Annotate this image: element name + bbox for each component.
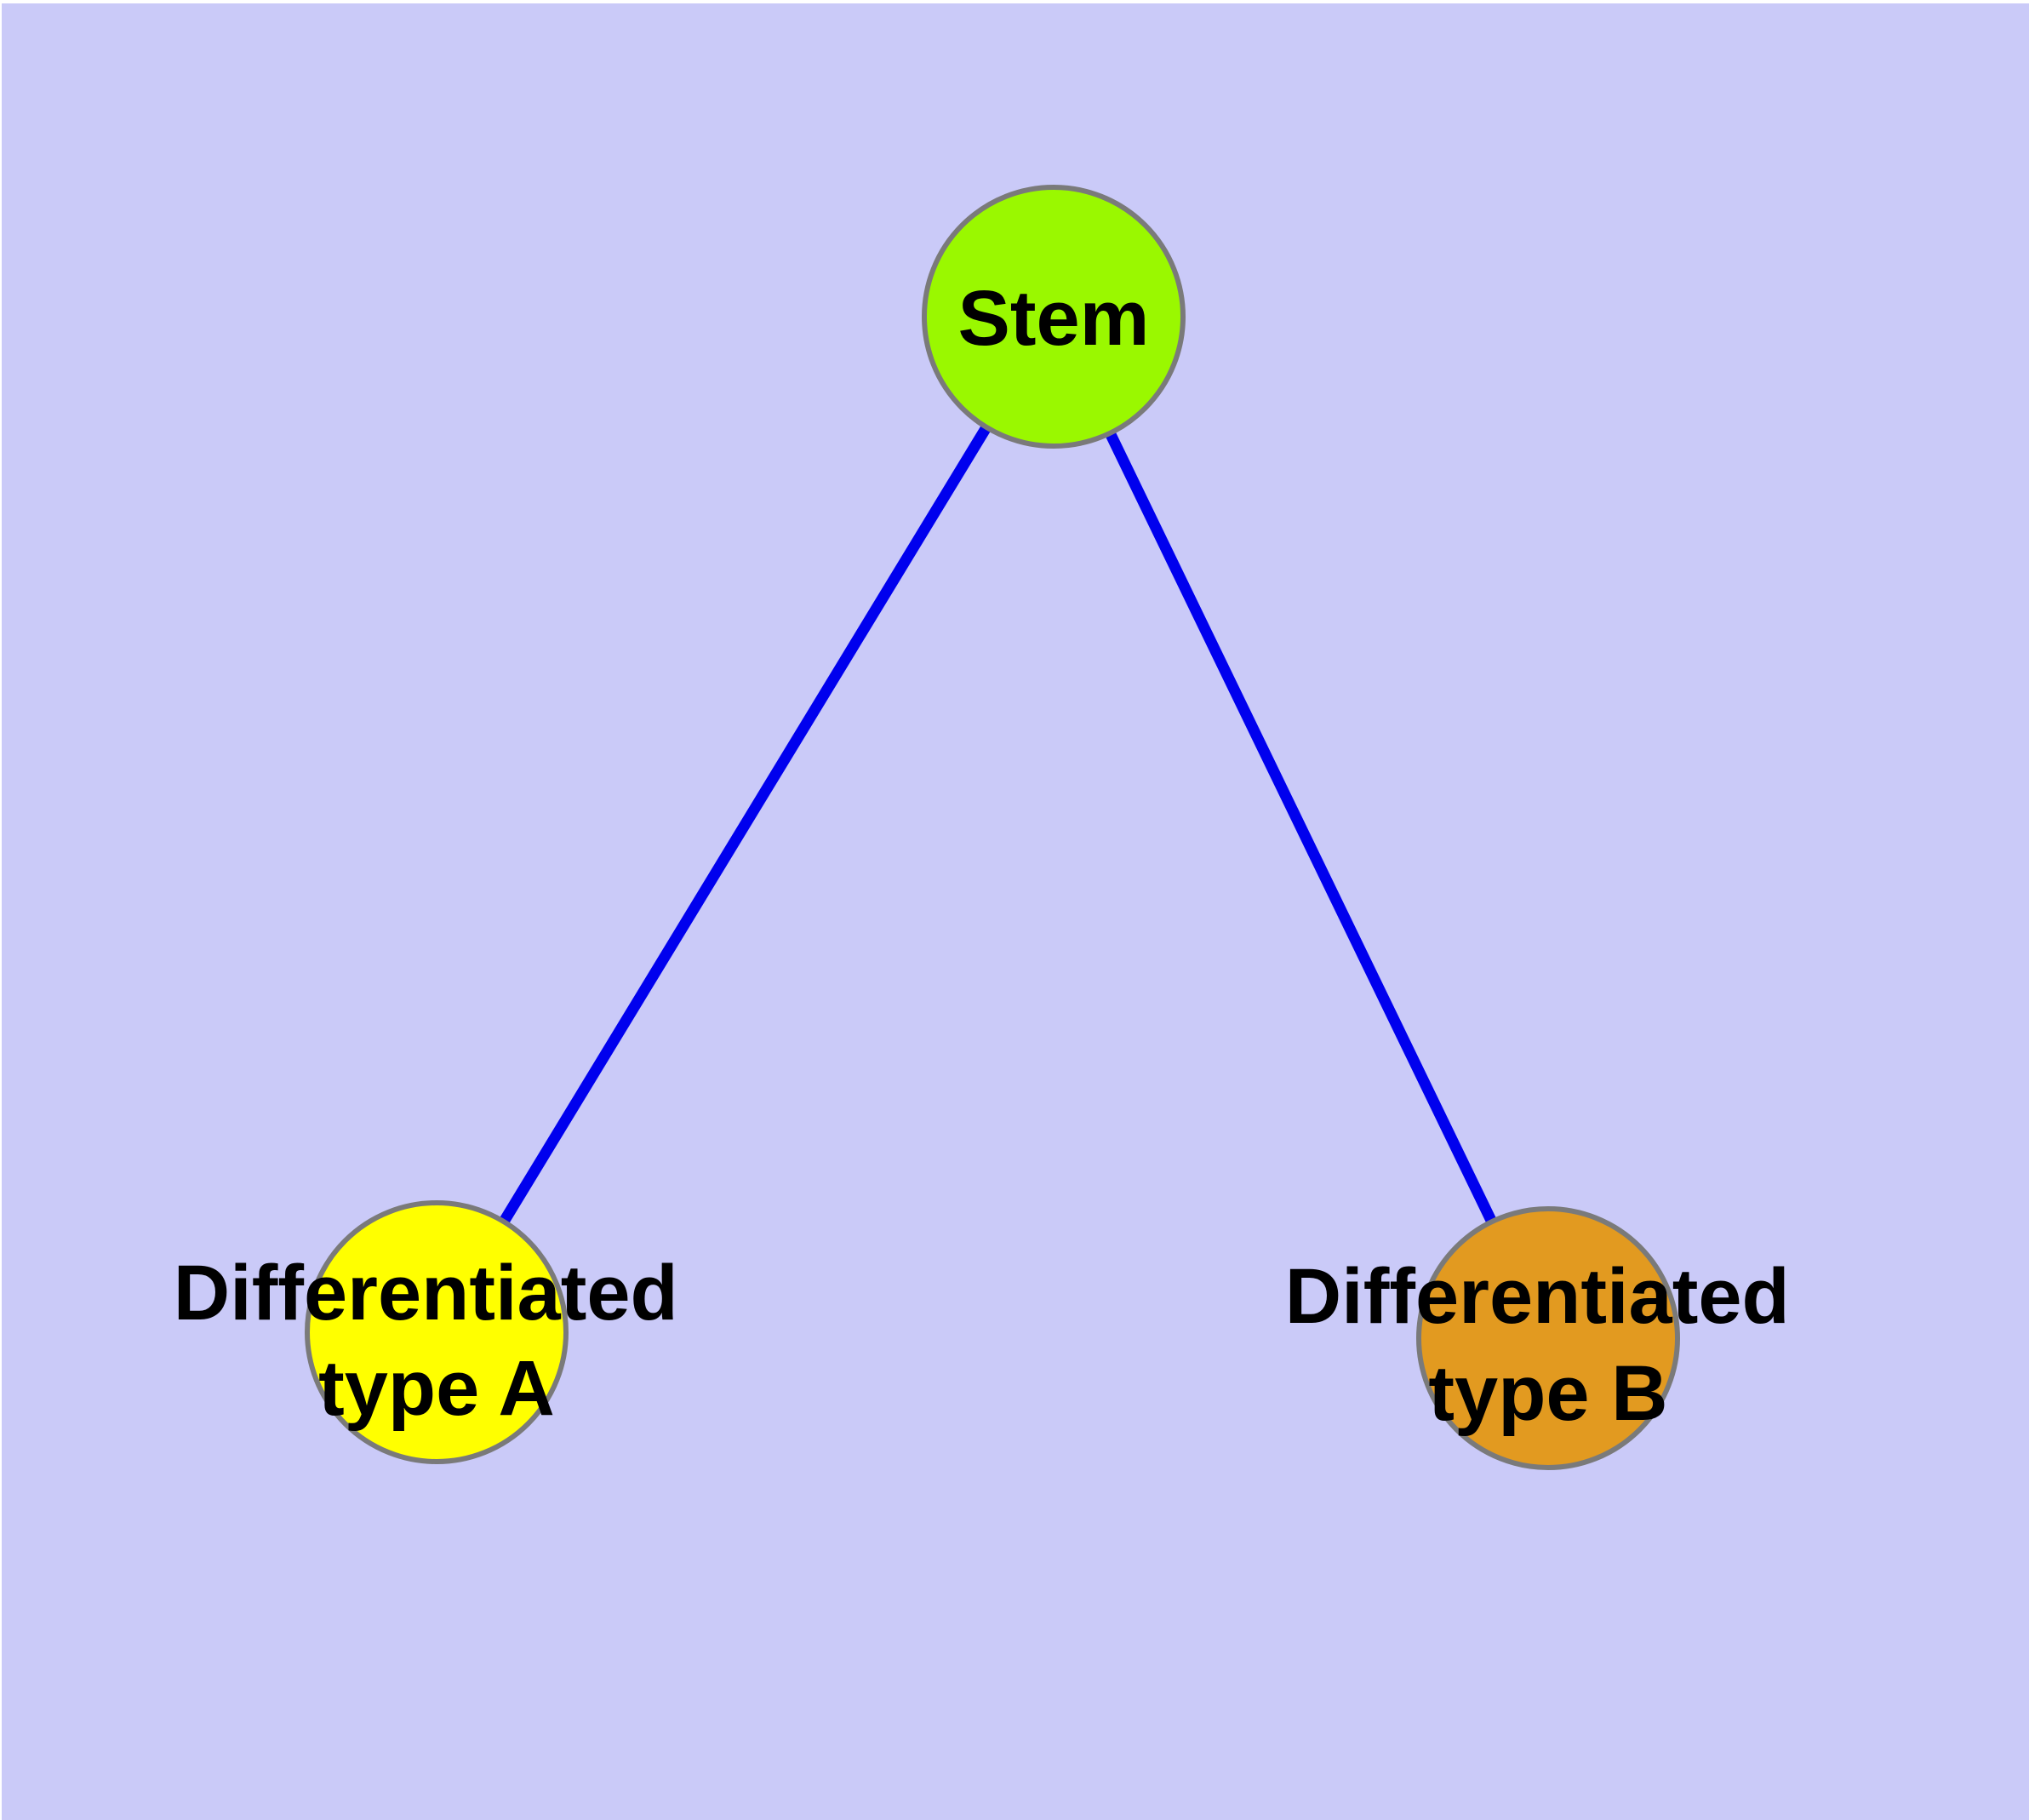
node-label-differentiated-type-a: Differentiated type A <box>174 1250 700 1432</box>
edge-stem-to-type-b <box>1049 314 1553 1341</box>
node-differentiated-type-b <box>1416 1206 1680 1470</box>
node-stem <box>922 185 1186 449</box>
node-label-type-a-line2: type A <box>318 1345 555 1432</box>
node-differentiated-type-a <box>305 1200 569 1464</box>
edge-stem-to-type-a <box>432 313 1059 1336</box>
node-label-type-b-line2: type B <box>1428 1350 1667 1437</box>
node-label-type-a-line1: Differentiated <box>174 1250 678 1336</box>
node-label-type-b-line1: Differentiated <box>1285 1253 1790 1340</box>
node-label-differentiated-type-b: Differentiated type B <box>1285 1253 1812 1437</box>
node-label-stem: Stem <box>958 275 1150 362</box>
node-label-stem-text: Stem <box>958 275 1150 362</box>
